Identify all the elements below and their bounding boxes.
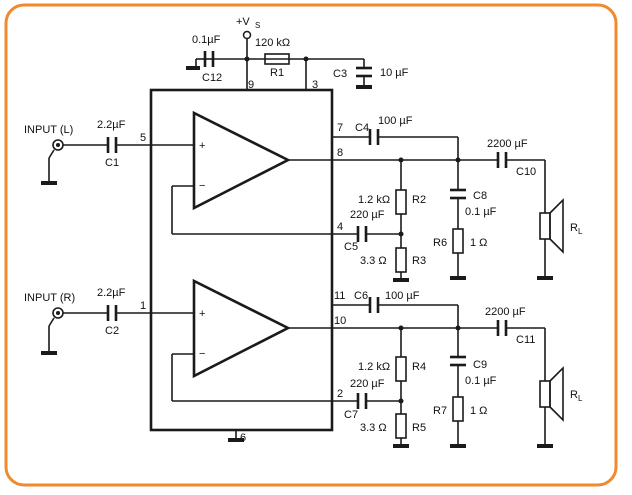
ic-ground: 6	[228, 430, 246, 444]
opamp-right	[192, 278, 291, 379]
r2-resistor	[395, 189, 407, 215]
channel-right: INPUT (R) 2.2µF C2 1 + − 2 220 µF C7 10	[24, 278, 583, 448]
pin-7: 7	[337, 122, 343, 134]
r5-resistor	[395, 413, 407, 439]
r5-name: R5	[412, 422, 426, 434]
pin-6: 6	[240, 432, 246, 444]
r3-name: R3	[412, 255, 426, 267]
r6-resistor	[452, 228, 464, 254]
c8-value: 0.1 µF	[465, 206, 497, 218]
pin-11: 11	[334, 290, 345, 302]
c12-name: C12	[202, 72, 222, 84]
c8-name: C8	[473, 190, 487, 202]
r1-value: 120 kΩ	[255, 37, 290, 49]
pin-5: 5	[140, 132, 146, 144]
c11-name: C11	[516, 334, 535, 346]
pin-10: 10	[334, 315, 346, 327]
pin-1: 1	[140, 300, 146, 312]
c9-name: C9	[473, 359, 487, 371]
c4-value: 100 µF	[378, 115, 413, 127]
load-right-label: R	[570, 389, 578, 401]
load-left-sub: L	[578, 227, 583, 236]
pin-2: 2	[337, 388, 343, 400]
c12-value: 0.1µF	[192, 34, 221, 46]
opamp-left-minus: −	[199, 180, 205, 192]
supply-label: +V	[236, 16, 250, 28]
input-left-label: INPUT (L)	[24, 124, 73, 136]
pin-8: 8	[337, 147, 343, 159]
pin-4: 4	[337, 221, 343, 233]
r1-resistor	[264, 53, 290, 65]
r7-resistor	[452, 396, 464, 422]
c6-name: C6	[354, 290, 368, 302]
c9-value: 0.1 µF	[465, 375, 497, 387]
c11-value: 2200 µF	[485, 306, 526, 318]
r7-value: 1 Ω	[470, 405, 487, 417]
r2-value: 1.2 kΩ	[358, 194, 390, 206]
input-right-label: INPUT (R)	[24, 292, 75, 304]
load-right-sub: L	[578, 394, 583, 403]
r2-name: R2	[412, 194, 426, 206]
pin-9: 9	[248, 79, 254, 91]
r4-name: R4	[412, 361, 426, 373]
supply-terminal	[242, 30, 252, 40]
r4-value: 1.2 kΩ	[358, 361, 390, 373]
speaker-right-icon	[539, 380, 551, 408]
c2-value: 2.2µF	[97, 287, 126, 299]
r6-name: R6	[433, 237, 447, 249]
c7-value: 220 µF	[350, 378, 385, 390]
r4-resistor	[395, 356, 407, 382]
c7-name: C7	[344, 409, 358, 421]
r6-value: 1 Ω	[470, 237, 487, 249]
c10-name: C10	[516, 166, 536, 178]
channel-left: INPUT (L) 2.2µF C1 5 + − 4 220 µF C5 8	[24, 110, 583, 282]
orange-frame	[4, 3, 618, 487]
opamp-right-minus: −	[199, 348, 205, 360]
c5-name: C5	[344, 241, 358, 253]
opamp-left-plus: +	[199, 140, 205, 152]
load-left-label: R	[570, 222, 578, 234]
c4-name: C4	[355, 122, 369, 134]
c3-name: C3	[333, 68, 347, 80]
c5-value: 220 µF	[350, 209, 385, 221]
ic-package	[149, 88, 334, 432]
c2-name: C2	[105, 325, 119, 337]
c1-value: 2.2µF	[97, 119, 126, 131]
c6-value: 100 µF	[385, 290, 420, 302]
c3-value: 10 µF	[380, 67, 409, 79]
r3-resistor	[395, 247, 407, 273]
supply-section: +V S 0.1µF C12 120 kΩ R1 C3 10 µF 9 3	[186, 16, 409, 91]
r7-name: R7	[433, 405, 447, 417]
r3-value: 3.3 Ω	[360, 255, 387, 267]
opamp-right-plus: +	[199, 308, 205, 320]
r5-value: 3.3 Ω	[360, 422, 387, 434]
r1-name: R1	[270, 67, 284, 79]
c1-name: C1	[105, 157, 119, 169]
pin-3: 3	[312, 79, 318, 91]
c10-value: 2200 µF	[487, 138, 528, 150]
speaker-left-icon	[539, 212, 551, 240]
opamp-left	[192, 110, 291, 211]
supply-label-sub: S	[255, 21, 260, 30]
